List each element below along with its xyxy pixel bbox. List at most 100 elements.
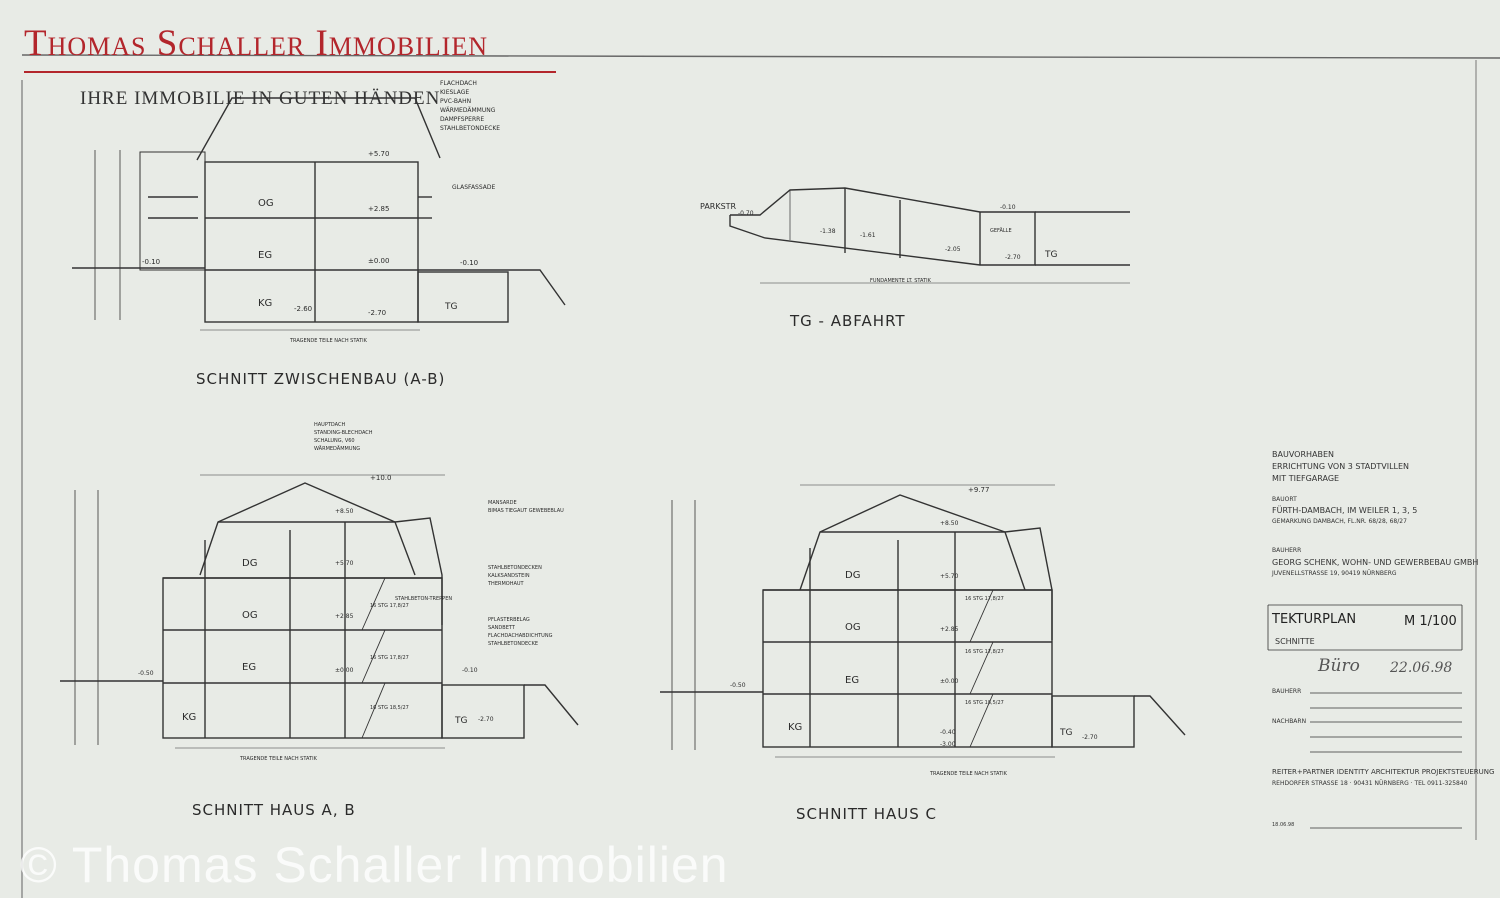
haus-ab-level-1: +10.0: [370, 474, 392, 482]
tb-bauort-label: BAUORT: [1272, 496, 1297, 503]
haus-ab-stair-3: 16 STG 18,5/27: [370, 705, 409, 711]
haus-c-floor-tg: TG: [1060, 728, 1073, 738]
haus-c-stair-1: 16 STG 17,8/27: [965, 596, 1004, 602]
title-block-frame: [1267, 604, 1463, 829]
tb-plan: TEKTURPLAN: [1272, 612, 1357, 627]
haus-c-floor-dg: DG: [845, 570, 861, 581]
haus-ab-note-12: FLACHDACHABDICHTUNG: [488, 633, 553, 639]
zwischenbau-level-7: -2.60: [294, 305, 313, 313]
haus-ab-note-3: SCHALUNG, V60: [314, 438, 355, 444]
haus-c-level-1: +9.77: [968, 486, 990, 494]
haus-ab-note-5: MANSARDE: [488, 500, 517, 506]
tb-architekt-address: REHDORFER STRASSE 18 · 90431 NÜRNBERG · …: [1272, 780, 1468, 787]
abfahrt-level-4: -1.61: [860, 232, 876, 239]
haus-ab-note-6: BIMAS TIEGAUT GEWEBEBLAU: [488, 508, 564, 514]
zwischenbau-floor-og: OG: [258, 198, 274, 209]
abfahrt-label-tg: TG: [1045, 250, 1058, 260]
zwischenbau-note-2: KIESLAGE: [440, 89, 470, 96]
zwischenbau-level-4: -0.10: [460, 259, 479, 267]
haus-ab-level-5: ±0.00: [335, 667, 354, 674]
tb-bauvorhaben-label: BAUVORHABEN: [1272, 450, 1335, 459]
zwischenbau-level-5: -2.70: [368, 309, 387, 317]
haus-ab-note-2: STANDING-BLECHDACH: [314, 430, 373, 436]
abfahrt-level-6: -2.70: [1005, 254, 1021, 261]
zwischenbau-note-6: STAHLBETONDECKE: [440, 125, 501, 132]
abfahrt-level-2: -0.10: [1000, 204, 1016, 211]
haus-ab-level-4: +2.85: [335, 613, 354, 620]
abfahrt-label-gefaelle: GEFÄLLE: [990, 228, 1012, 234]
tb-content: SCHNITTE: [1275, 637, 1315, 646]
tb-bauherr-address: JUVENELLSTRASSE 19, 90419 NÜRNBERG: [1272, 570, 1397, 577]
haus-ab-note-1: HAUPTDACH: [314, 422, 346, 428]
abfahrt-street: PARKSTR: [700, 202, 737, 211]
tb-bauvorhaben: ERRICHTUNG VON 3 STADTVILLEN: [1272, 462, 1410, 471]
brand-tagline: IHRE IMMOBILIE IN GUTEN HÄNDEN: [80, 88, 441, 109]
tb-scale: M 1/100: [1404, 614, 1457, 629]
haus-c-floor-eg: EG: [845, 675, 860, 686]
tb-bauort: FÜRTH-DAMBACH, IM WEILER 1, 3, 5: [1272, 506, 1418, 515]
abfahrt-level-1: -0.70: [738, 210, 754, 217]
zwischenbau-note-3: PVC-BAHN: [440, 98, 472, 105]
haus-ab-floor-og: OG: [242, 610, 258, 621]
haus-ab-note-14: STAHLBETON-TREPPEN: [395, 596, 453, 602]
haus-ab-floor-eg: EG: [242, 662, 257, 673]
brand-underline: [24, 71, 556, 73]
abfahrt-section: [729, 187, 1130, 284]
zwischenbau-floor-tg: TG: [445, 302, 458, 312]
haus-ab-floor-dg: DG: [242, 558, 258, 569]
zwischenbau-note-4: WÄRMEDÄMMUNG: [440, 107, 496, 114]
zwischenbau-floor-kg: KG: [258, 298, 273, 309]
abfahrt-level-3: -1.38: [820, 228, 836, 235]
abfahrt-title: TG - ABFAHRT: [790, 312, 906, 330]
haus-c-level-9: -2.70: [1082, 734, 1098, 741]
haus-ab-level-6: -0.10: [462, 667, 478, 674]
copyright-watermark: © Thomas Schaller Immobilien: [20, 837, 729, 893]
abfahrt-label-fundamente: FUNDAMENTE LT. STATIK: [870, 278, 931, 284]
tb-architekt: REITER+PARTNER IDENTITY ARCHITEKTUR PROJ…: [1272, 768, 1495, 776]
haus-ab-note-4: WÄRMEDÄMMUNG: [314, 446, 361, 452]
haus-ab-level-2: +8.50: [335, 508, 354, 515]
haus-ab-level-7: -2.70: [478, 716, 494, 723]
haus-ab-stair-1: 16 STG 17,8/27: [370, 603, 409, 609]
haus-c-level-4: +2.85: [940, 626, 959, 633]
haus-ab-floor-kg: KG: [182, 712, 197, 723]
haus-c-level-8: -0.50: [730, 682, 746, 689]
haus-c-level-3: +5.70: [940, 573, 959, 580]
zwischenbau-title: SCHNITT ZWISCHENBAU (A-B): [196, 370, 446, 388]
abfahrt-level-5: -2.05: [945, 246, 961, 253]
haus-ab-floor-tg: TG: [455, 716, 468, 726]
zwischenbau-floor-eg: EG: [258, 250, 273, 261]
tb-bauherr-label: BAUHERR: [1272, 547, 1302, 554]
tb-bauherr-sign: BAUHERR: [1272, 688, 1302, 695]
haus-c-floor-og: OG: [845, 622, 861, 633]
zwischenbau-note-7: GLASFASSADE: [452, 184, 496, 191]
haus-ab-title: SCHNITT HAUS A, B: [192, 801, 356, 819]
haus-c-level-5: ±0.00: [940, 678, 959, 685]
haus-c-floor-kg: KG: [788, 722, 803, 733]
haus-ab-section: [60, 474, 579, 749]
haus-c-stair-3: 16 STG 18,5/27: [965, 700, 1004, 706]
haus-c-section: [660, 484, 1186, 758]
haus-ab-footer: TRAGENDE TEILE NACH STATIK: [240, 756, 317, 762]
zwischenbau-note-1: FLACHDACH: [440, 80, 477, 87]
tb-nachbarn: NACHBARN: [1272, 718, 1307, 725]
zwischenbau-note-5: DAMPFSPERRE: [440, 116, 485, 123]
zwischenbau-level-1: +5.70: [368, 150, 390, 158]
haus-c-title: SCHNITT HAUS C: [796, 805, 938, 823]
brand-title: Thomas Schaller Immobilien: [24, 23, 488, 64]
haus-ab-note-8: KALKSANDSTEIN: [488, 573, 530, 579]
haus-c-level-7: -3.00: [940, 741, 956, 748]
tb-bauvorhaben-2: MIT TIEFGARAGE: [1272, 474, 1340, 483]
zwischenbau-level-2: +2.85: [368, 205, 390, 213]
tb-signature: Büro: [1318, 656, 1360, 676]
tb-bauherr: GEORG SCHENK, WOHN- UND GEWERBEBAU GMBH: [1272, 558, 1479, 567]
haus-ab-note-10: PFLASTERBELAG: [488, 617, 530, 623]
haus-ab-note-13: STAHLBETONDECKE: [488, 641, 539, 647]
zwischenbau-level-3: ±0.00: [368, 257, 390, 265]
haus-c-footer: TRAGENDE TEILE NACH STATIK: [930, 771, 1007, 777]
haus-ab-note-9: THERMOHAUT: [488, 581, 524, 587]
tb-signature-date: 22.06.98: [1390, 660, 1453, 676]
zwischenbau-level-6: -0.10: [142, 258, 161, 266]
haus-c-level-2: +8.50: [940, 520, 959, 527]
